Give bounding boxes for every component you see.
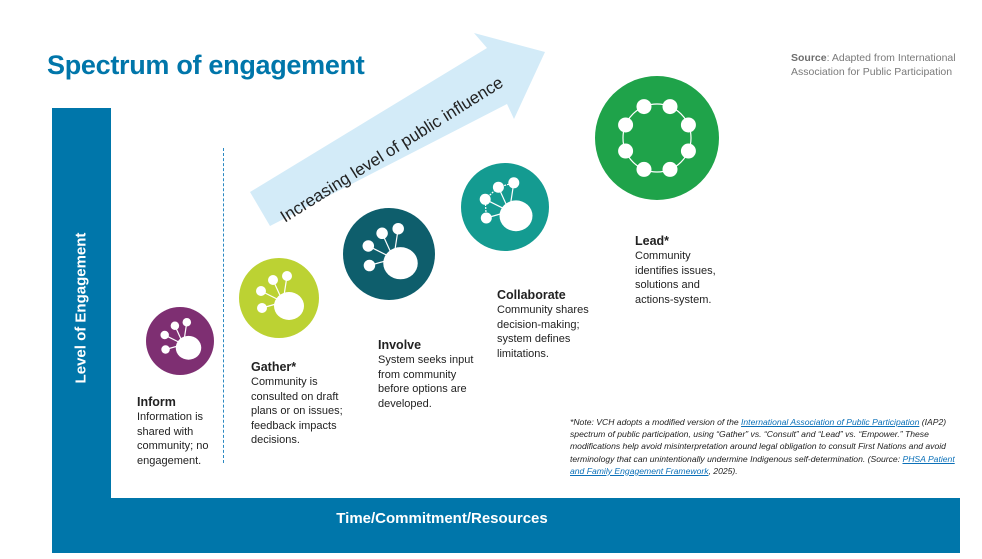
- influence-arrow-shape: [250, 33, 545, 226]
- footnote: *Note: VCH adopts a modified version of …: [570, 416, 965, 477]
- lead-circle-network-icon: [595, 76, 719, 200]
- inform-network-icon: [146, 307, 214, 375]
- step-description: Community identifies issues, solutions a…: [635, 250, 716, 306]
- community-node: [680, 143, 696, 159]
- community-node: [636, 161, 652, 177]
- collaborate-network-icon: [461, 163, 549, 251]
- community-node: [256, 286, 266, 296]
- inform-divider-line: [223, 148, 224, 463]
- step-description: Community is consulted on draft plans or…: [251, 376, 343, 446]
- step-title: Gather*: [251, 360, 297, 374]
- hub-node: [383, 247, 418, 280]
- community-node: [376, 227, 388, 240]
- x-axis-bar: [52, 498, 960, 553]
- step-description: Community shares decision-making; system…: [497, 304, 589, 360]
- community-node: [618, 117, 634, 133]
- community-node: [636, 99, 652, 115]
- peer-connector: [498, 182, 514, 188]
- community-node: [282, 271, 292, 281]
- community-node: [182, 318, 192, 327]
- step-title: Collaborate: [497, 288, 566, 302]
- footnote-text: , 2025).: [708, 465, 738, 476]
- source-label: Source: [791, 52, 827, 64]
- community-node: [362, 240, 375, 252]
- step-gather: Gather* Community is consulted on draft …: [251, 360, 371, 448]
- x-axis-label: Time/Commitment/Resources: [336, 509, 548, 527]
- footnote-text: *Note: VCH adopts a modified version of …: [570, 417, 742, 427]
- hub-node: [499, 200, 533, 232]
- ring-connector: [622, 103, 692, 173]
- phsa-framework-link[interactable]: PHSA Patient and Family Engagement Frame…: [570, 453, 955, 476]
- step-description: Information is shared with community; no…: [137, 411, 209, 467]
- step-title: Lead*: [635, 234, 670, 248]
- footnote-text: (IAP2) spectrum of public participation,…: [570, 417, 947, 464]
- gather-network-icon: [239, 258, 319, 338]
- community-node: [268, 275, 278, 285]
- source-citation: Source: Adapted from International Assoc…: [791, 51, 981, 79]
- step-inform: Inform Information is shared with commun…: [137, 395, 257, 468]
- involve-network-icon: [343, 208, 435, 300]
- step-title: Inform: [137, 395, 176, 409]
- community-node: [363, 259, 376, 272]
- source-text: : Adapted from International Association…: [791, 52, 956, 78]
- community-node: [662, 161, 678, 177]
- hub-node: [274, 292, 304, 320]
- icon-background: [595, 76, 719, 200]
- step-involve: Involve System seeks input from communit…: [378, 338, 498, 411]
- community-node: [160, 330, 169, 340]
- iap2-link[interactable]: International Association of Public Part…: [741, 417, 920, 427]
- community-node: [618, 143, 634, 159]
- community-node: [161, 345, 170, 354]
- community-node: [680, 117, 696, 133]
- community-node: [662, 99, 678, 115]
- step-collaborate: Collaborate Community shares decision-ma…: [497, 288, 617, 361]
- step-title: Involve: [378, 338, 422, 352]
- y-axis-bar: [52, 108, 111, 553]
- step-description: System seeks input from community before…: [378, 354, 474, 410]
- community-node: [170, 321, 180, 330]
- hub-node: [175, 335, 202, 360]
- page-title: Spectrum of engagement: [47, 50, 365, 80]
- step-lead: Lead* Community identifies issues, solut…: [635, 234, 755, 307]
- community-node: [392, 222, 404, 235]
- community-node: [257, 303, 267, 313]
- peer-connector: [484, 199, 487, 219]
